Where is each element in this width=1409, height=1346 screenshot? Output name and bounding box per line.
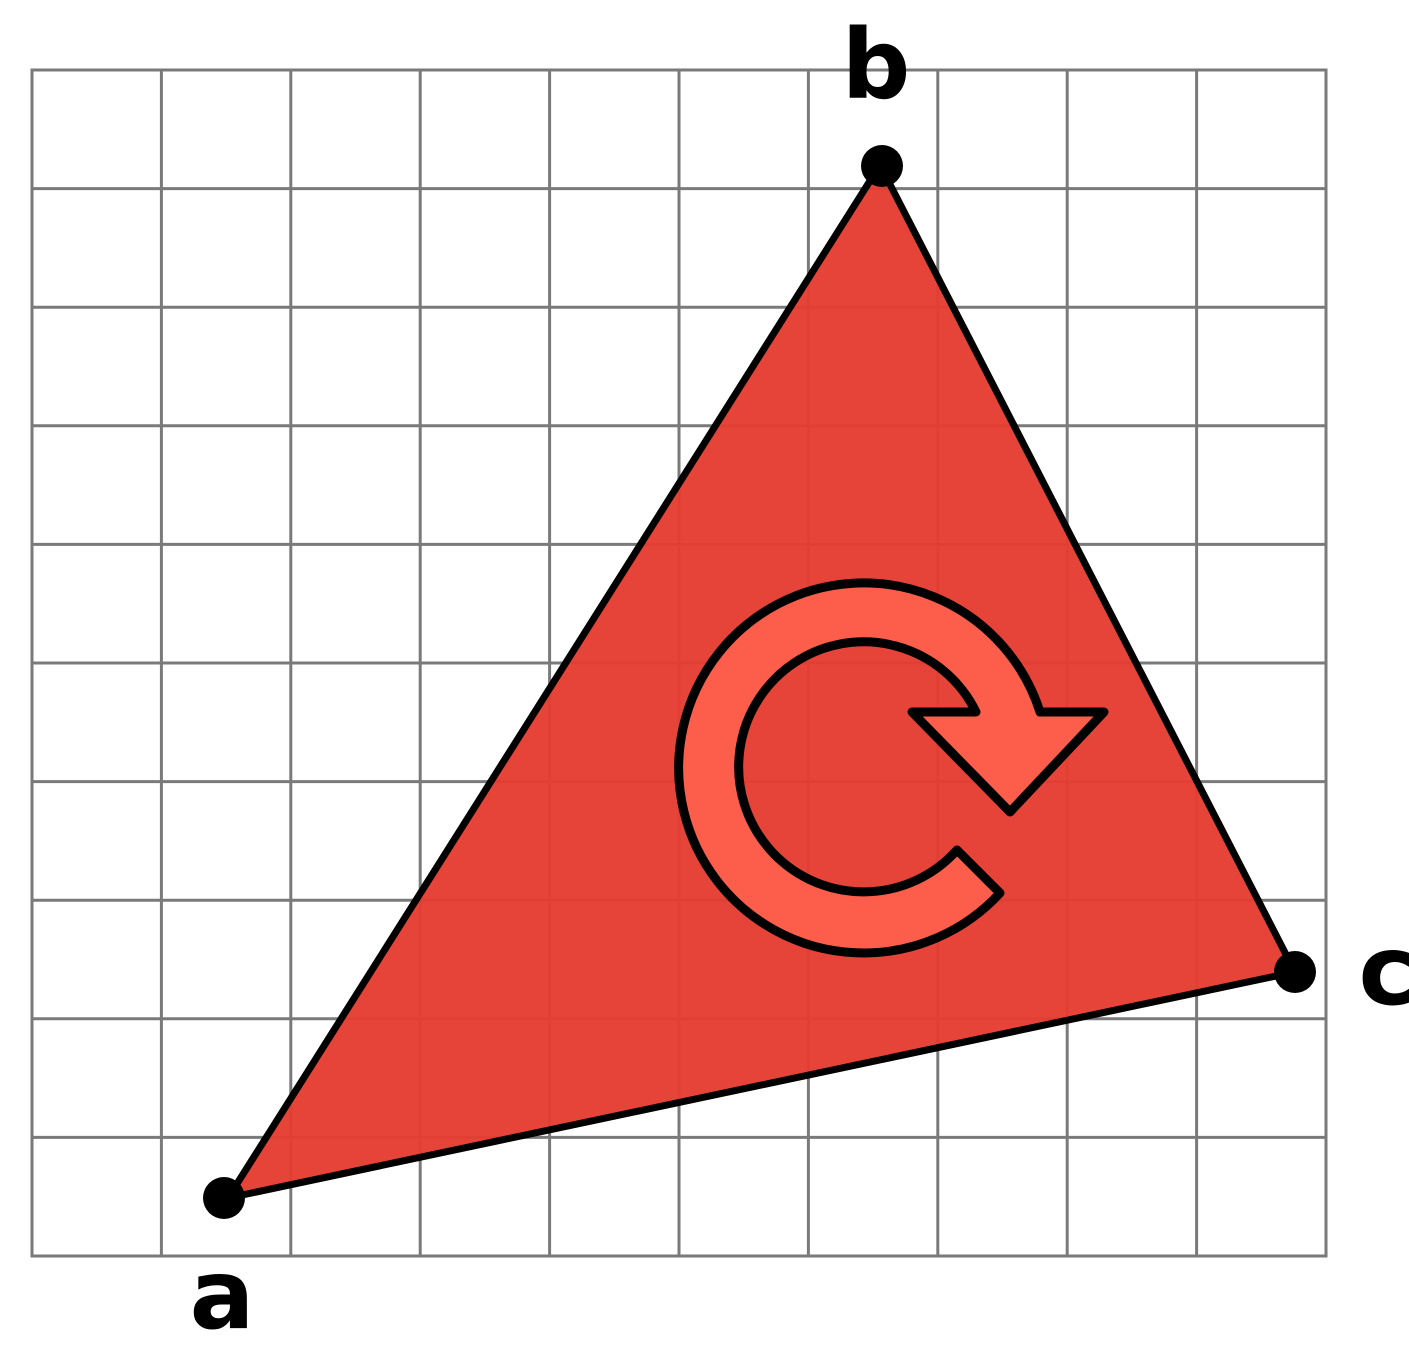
vertex-c-dot bbox=[1274, 951, 1316, 993]
vertex-a-label: a bbox=[190, 1239, 255, 1346]
vertex-c-label: c bbox=[1359, 915, 1409, 1027]
clockwise-arrow-icon bbox=[674, 578, 1109, 958]
vertices bbox=[203, 145, 1316, 1219]
vertex-labels: a b c bbox=[190, 9, 1409, 1346]
vertex-b-dot bbox=[861, 145, 903, 187]
vertex-b-label: b bbox=[842, 9, 911, 121]
vertex-a-dot bbox=[203, 1177, 245, 1219]
